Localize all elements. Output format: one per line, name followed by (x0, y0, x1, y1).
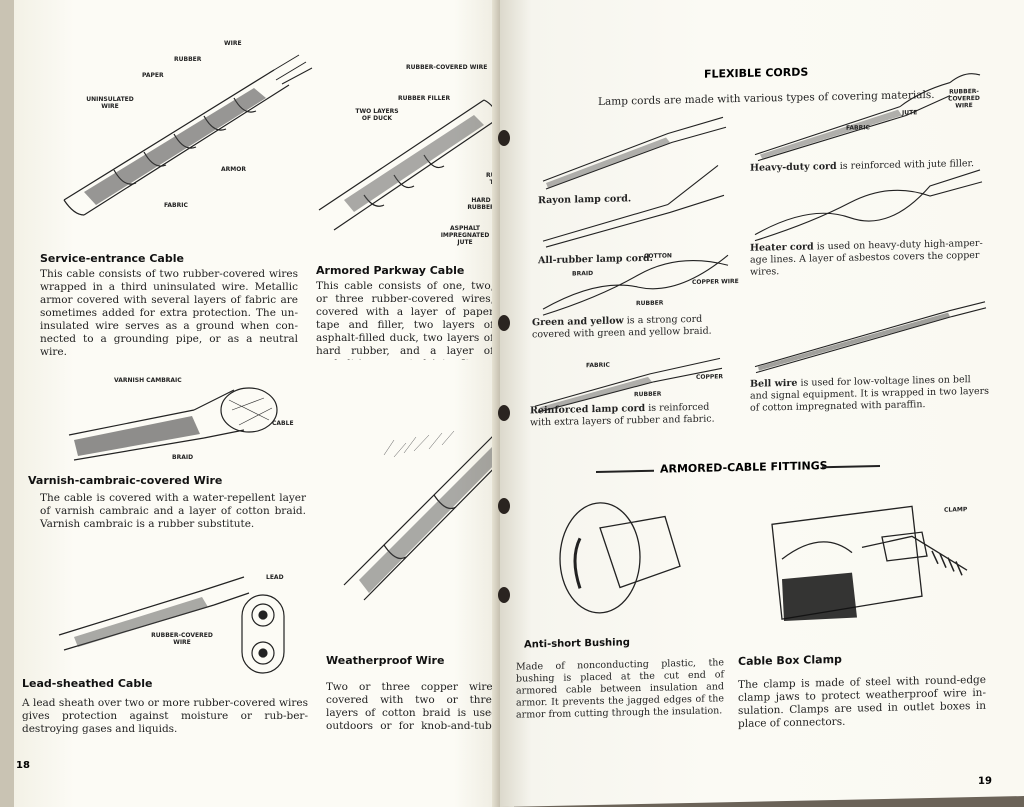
book-edge (0, 0, 14, 807)
varnish-title: Varnish-cambraic-covered Wire (28, 474, 223, 487)
label-rubber: RUBBER (174, 56, 202, 63)
reinforced-caption: Reinforced lamp cord is reinforced with … (530, 401, 715, 429)
weatherproof-wire-illustration (343, 430, 510, 601)
label-rubber-cord: RUBBER (636, 299, 664, 308)
heavy-duty-cord-illustration (754, 73, 981, 162)
label-rubber-filler: RUBBER FILLER (398, 95, 451, 102)
label-lead: LEAD (266, 574, 284, 581)
label-hard-rubber: HARD RUBBER (467, 197, 495, 211)
label-clamp: CLAMP (944, 506, 968, 514)
label-rubber-covered-wire-heavy: RUBBER-COVERED WIRE (948, 87, 980, 110)
weatherproof-title: Weatherproof Wire (326, 654, 445, 667)
lead-sheathed-body: A lead sheath over two or more rubber-co… (22, 697, 308, 735)
binding-hole-3 (498, 405, 510, 421)
fittings-rule-left (596, 469, 654, 473)
label-braid-cord: BRAID (572, 270, 594, 278)
label-fabric: FABRIC (164, 202, 188, 209)
heater-cord-illustration (754, 169, 983, 242)
label-paper: PAPER (142, 72, 164, 79)
cable-box-clamp-body: The clamp is made of steel with round-ed… (738, 673, 986, 731)
anti-short-bushing-body: Made of nonconducting plastic, the bushi… (516, 657, 724, 721)
right-page: FLEXIBLE CORDS Lamp cords are made with … (500, 0, 1024, 807)
all-rubber-lamp-cord-illustration (542, 165, 725, 248)
label-copper-wire: COPPER WIRE (692, 278, 739, 286)
label-fabric-heavy: FABRIC (846, 124, 870, 132)
page-number-right: 19 (978, 775, 992, 787)
anti-short-bushing-title: Anti-short Bushing (524, 637, 630, 651)
green-yellow-cord-illustration (542, 254, 729, 316)
cable-box-clamp-illustration (771, 505, 968, 622)
service-entrance-title: Service-entrance Cable (40, 252, 184, 265)
varnish-body: The cable is covered with a water-repell… (40, 492, 306, 530)
lead-sheathed-title: Lead-sheathed Cable (22, 677, 153, 690)
label-copper-reinforced: COPPER (696, 373, 724, 381)
fittings-rule-right (822, 465, 880, 468)
left-page: WIRE RUBBER PAPER UNINSULATED WIRE ARMOR… (14, 0, 514, 807)
varnish-cambraic-wire-illustration (68, 387, 278, 461)
label-braid: BRAID (172, 454, 194, 461)
binding-hole-4 (498, 498, 510, 514)
label-jute: JUTE (902, 109, 918, 117)
binding-hole-5 (498, 587, 510, 603)
weatherproof-body: Two or three copper wires covered with t… (326, 681, 498, 732)
binding-hole-2 (498, 315, 510, 331)
label-cable: CABLE (272, 420, 294, 427)
heater-cord-caption: Heater cord is used on heavy-duty high-a… (750, 237, 983, 278)
page-number-left: 18 (16, 760, 30, 771)
reinforced-lamp-cord-illustration (534, 357, 723, 413)
green-yellow-caption: Green and yellow is a strong cord covere… (532, 313, 712, 341)
anti-short-bushing-illustration (559, 502, 681, 614)
label-fabric-reinforced: FABRIC (586, 361, 610, 370)
label-cotton: COTTON (644, 252, 672, 260)
label-rubber-covered-wire: RUBBER-COVERED WIRE (406, 64, 488, 71)
label-wire: WIRE (224, 40, 242, 47)
label-rubber-reinforced: RUBBER (634, 390, 662, 399)
rayon-lamp-cord-illustration (542, 116, 727, 190)
binding-hole-1 (498, 130, 510, 146)
cable-box-clamp-title: Cable Box Clamp (738, 652, 842, 669)
label-uninsulated-wire: UNINSULATED WIRE (86, 96, 134, 110)
lead-sheathed-cable-illustration (58, 576, 285, 674)
service-entrance-cable-illustration (63, 54, 313, 216)
bell-wire-caption: Bell wire is used for low-voltage lines … (750, 374, 989, 414)
armored-cable-fittings-heading: ARMORED-CABLE FITTINGS (660, 459, 828, 476)
label-rubber-covered-wire-lead: RUBBER-COVERED WIRE (151, 632, 213, 646)
label-varnish-cambraic: VARNISH CAMBRAIC (114, 377, 182, 384)
armored-parkway-body: This cable consists of one, two, or thre… (316, 280, 494, 360)
armored-parkway-title: Armored Parkway Cable (316, 264, 465, 277)
label-two-layers-duck: TWO LAYERS OF DUCK (355, 108, 399, 122)
bell-wire-illustration (754, 301, 987, 374)
label-asphalt-jute: ASPHALT IMPREGNATED JUTE (440, 225, 490, 246)
label-armor: ARMOR (221, 166, 246, 173)
service-entrance-body: This cable consists of two rubber-covere… (40, 268, 298, 358)
